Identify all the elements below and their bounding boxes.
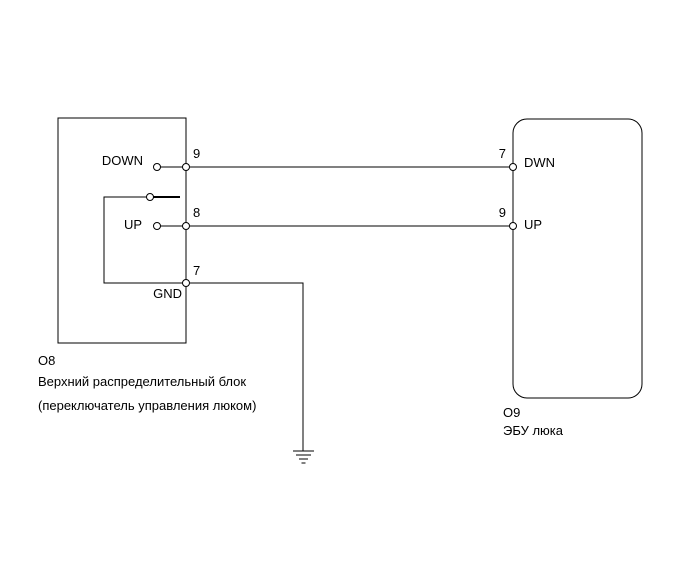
o8-label-down: DOWN <box>102 153 143 168</box>
o8-switch-box <box>57 117 187 344</box>
o8-subname: (переключатель управления люком) <box>38 398 256 413</box>
o8-pin-down <box>182 163 190 171</box>
switch-contact-common <box>146 193 154 201</box>
o8-pin-gnd <box>182 279 190 287</box>
o8-label-gnd: GND <box>153 286 182 301</box>
switch-common-wire <box>103 196 183 284</box>
o8-pin-number-up: 8 <box>193 205 200 220</box>
o9-id: O9 <box>503 405 520 420</box>
o9-label-dwn: DWN <box>524 155 555 170</box>
o8-label-up: UP <box>124 217 142 232</box>
switch-contact-down <box>153 163 161 171</box>
o9-ecu-box <box>512 118 643 399</box>
o8-pin-number-gnd: 7 <box>193 263 200 278</box>
wire-ground <box>190 282 304 451</box>
o8-name: Верхний распределительный блок <box>38 374 246 389</box>
o9-pin-number-up: 9 <box>499 205 506 220</box>
o9-pin-up <box>509 222 517 230</box>
o9-pin-dwn <box>509 163 517 171</box>
ground-icon <box>293 450 314 464</box>
o9-name: ЭБУ люка <box>503 423 564 438</box>
o9-label-up: UP <box>524 217 542 232</box>
switch-contact-up <box>153 222 161 230</box>
o9-pin-number-dwn: 7 <box>499 146 506 161</box>
o8-id: O8 <box>38 353 55 368</box>
o8-pin-number-down: 9 <box>193 146 200 161</box>
o8-pin-up <box>182 222 190 230</box>
